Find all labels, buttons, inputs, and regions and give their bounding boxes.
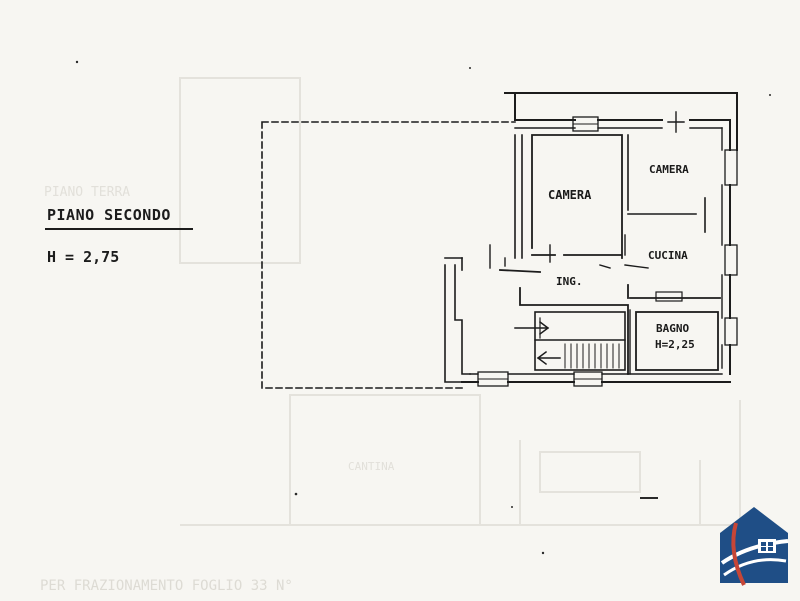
bleed-through-cantina-label: CANTINA (348, 460, 395, 473)
ceiling-height-label: H = 2,75 (47, 248, 120, 266)
stair-treads (564, 343, 620, 369)
wall-camera1 (531, 134, 623, 259)
stair-arrow-down (536, 350, 561, 366)
room-label-bagno: BAGNO (656, 322, 690, 335)
house-in-globe-icon (720, 507, 789, 586)
room-label-bagno-height: H=2,25 (655, 338, 695, 351)
window-right-bagno (724, 317, 738, 346)
room-bagno (635, 311, 719, 371)
wall-cucina-bottom (627, 284, 721, 299)
window-bagno-top (655, 291, 683, 302)
window-right-cucina (724, 244, 738, 276)
roof-line (504, 92, 738, 151)
room-label-cucina: CUCINA (648, 249, 688, 262)
room-label-camera-left: CAMERA (548, 188, 592, 202)
room-label-ingresso: ING. (556, 275, 583, 288)
bleed-through-footer-note: PER FRAZIONAMENTO FOGLIO 33 N° (40, 578, 293, 594)
wall-corridor-bottom (499, 269, 629, 375)
room-label-camera-right: CAMERA (649, 163, 689, 176)
bleed-through-floor-label: PIANO TERRA (44, 185, 131, 200)
exterior-wall-left (444, 264, 471, 383)
stair-arrow-up (514, 320, 550, 336)
wall-divider (627, 134, 697, 215)
floor-title: PIANO SECONDO (47, 206, 171, 224)
wall-corridor-left (514, 134, 523, 259)
floor-title-underline (45, 228, 193, 230)
staircase (534, 311, 626, 371)
window-right-camera (724, 149, 738, 186)
terrace-outline (261, 121, 516, 389)
